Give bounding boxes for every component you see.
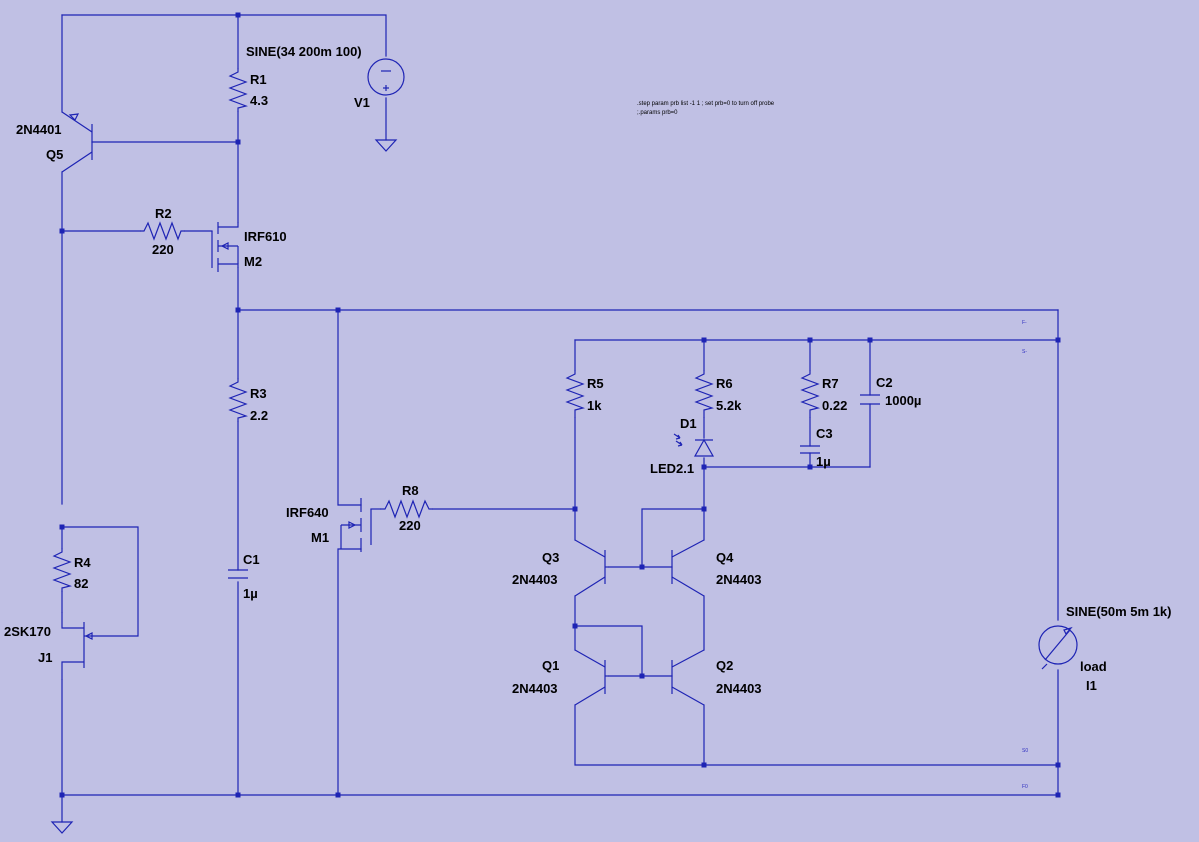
r2-resistor-symbol[interactable] — [140, 221, 185, 241]
m1-model-label: IRF640 — [286, 505, 329, 520]
r1-value-label: 4.3 — [250, 93, 268, 108]
c1-capacitor-symbol[interactable] — [228, 569, 248, 579]
r3-value-label: 2.2 — [250, 408, 268, 423]
r2-value-label: 220 — [152, 242, 174, 257]
spice-directives: .step param prb list -1 1 ; set prb=0 to… — [637, 101, 775, 116]
r6-name-label: R6 — [716, 376, 733, 391]
c2-value-label: 1000µ — [885, 393, 921, 408]
net-labels: F- S- S0 F0 — [1022, 320, 1028, 790]
r4-name-label: R4 — [74, 555, 91, 570]
net-label-f0: F0 — [1022, 784, 1028, 790]
v1-voltage-source-symbol[interactable] — [367, 58, 405, 96]
q1-name-label: Q1 — [542, 658, 559, 673]
r8-resistor-symbol[interactable] — [380, 499, 433, 519]
r7-resistor-symbol[interactable] — [800, 370, 821, 418]
i1-name-label: I1 — [1086, 678, 1097, 693]
q5-transistor-symbol[interactable] — [61, 111, 93, 173]
r8-value-label: 220 — [399, 518, 421, 533]
m1-name-label: M1 — [311, 530, 329, 545]
q1-transistor-symbol[interactable] — [574, 649, 609, 706]
v1-name-label: V1 — [354, 95, 370, 110]
m2-name-label: M2 — [244, 254, 262, 269]
r4-value-label: 82 — [74, 576, 88, 591]
i1-current-source-symbol[interactable] — [1038, 625, 1078, 670]
q3-name-label: Q3 — [542, 550, 559, 565]
q2-transistor-symbol[interactable] — [671, 649, 705, 706]
c3-capacitor-symbol[interactable] — [800, 445, 820, 454]
r1-resistor-symbol[interactable] — [228, 68, 249, 112]
j1-name-label: J1 — [38, 650, 52, 665]
r4-resistor-symbol[interactable] — [52, 548, 73, 592]
c3-value-label: 1µ — [816, 454, 831, 469]
q4-model-label: 2N4403 — [716, 572, 762, 587]
j1-model-label: 2SK170 — [4, 624, 51, 639]
net-label-s-minus: S- — [1022, 349, 1027, 355]
d1-led-symbol[interactable] — [673, 433, 715, 457]
q4-name-label: Q4 — [716, 550, 734, 565]
r5-resistor-symbol[interactable] — [565, 370, 586, 418]
r6-value-label: 5.2k — [716, 398, 742, 413]
c3-name-label: C3 — [816, 426, 833, 441]
r7-value-label: 0.22 — [822, 398, 847, 413]
r8-name-label: R8 — [402, 483, 419, 498]
q2-model-label: 2N4403 — [716, 681, 762, 696]
m2-mosfet-symbol[interactable] — [211, 222, 239, 272]
q1-model-label: 2N4403 — [512, 681, 558, 696]
r1-name-label: R1 — [250, 72, 267, 87]
c2-name-label: C2 — [876, 375, 893, 390]
net-label-s0: S0 — [1022, 748, 1028, 754]
m2-model-label: IRF610 — [244, 229, 287, 244]
component-labels: 2N4401 Q5 SINE(34 200m 100) R1 4.3 V1 R2… — [4, 44, 1172, 696]
d1-name-label: D1 — [680, 416, 697, 431]
r3-resistor-symbol[interactable] — [228, 378, 249, 422]
d1-model-label: LED2.1 — [650, 461, 694, 476]
params-directive[interactable]: ;.params prb=0 — [637, 110, 678, 116]
v1-value-label: SINE(34 200m 100) — [246, 44, 362, 59]
r2-name-label: R2 — [155, 206, 172, 221]
q4-transistor-symbol[interactable] — [671, 539, 705, 597]
q3-transistor-symbol[interactable] — [574, 539, 609, 597]
step-directive[interactable]: .step param prb list -1 1 ; set prb=0 to… — [637, 101, 775, 107]
c1-value-label: 1µ — [243, 586, 258, 601]
net-label-f-minus: F- — [1022, 320, 1027, 326]
r3-name-label: R3 — [250, 386, 267, 401]
r6-resistor-symbol[interactable] — [694, 370, 715, 418]
j1-jfet-symbol[interactable] — [61, 612, 93, 680]
c2-capacitor-symbol[interactable] — [860, 394, 880, 405]
r7-name-label: R7 — [822, 376, 839, 391]
m1-mosfet-symbol[interactable] — [340, 498, 372, 552]
q5-model-label: 2N4401 — [16, 122, 62, 137]
q5-name-label: Q5 — [46, 147, 63, 162]
c1-name-label: C1 — [243, 552, 260, 567]
wires — [61, 14, 1059, 823]
q3-model-label: 2N4403 — [512, 572, 558, 587]
q2-name-label: Q2 — [716, 658, 733, 673]
r5-name-label: R5 — [587, 376, 604, 391]
i1-value-label: SINE(50m 5m 1k) — [1066, 604, 1172, 619]
ground-icon — [50, 821, 74, 834]
i1-load-label: load — [1080, 659, 1107, 674]
r5-value-label: 1k — [587, 398, 602, 413]
junction-dots — [59, 12, 1061, 798]
ground-icon — [374, 139, 398, 152]
